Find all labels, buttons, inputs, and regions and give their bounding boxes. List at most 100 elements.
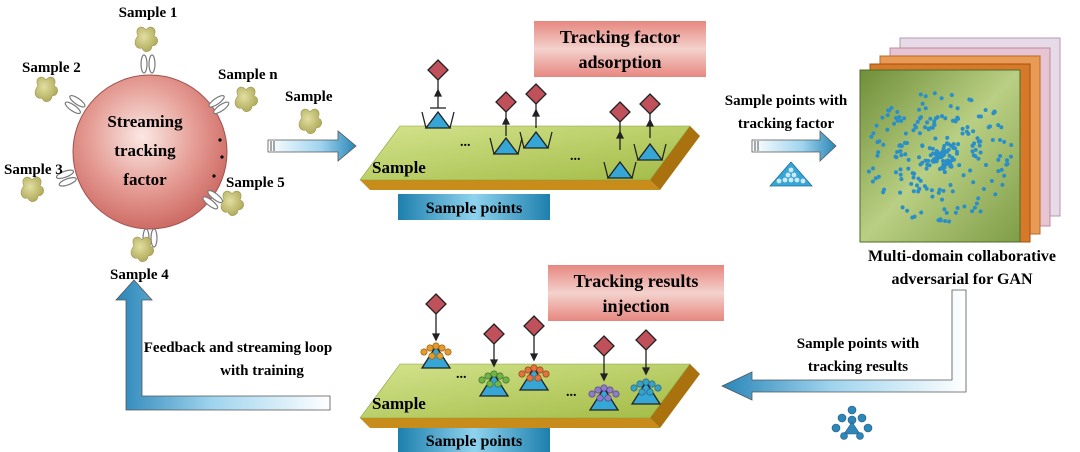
bottom-markers: [420, 293, 662, 411]
marker: [630, 329, 662, 405]
gan-scatter-point: [946, 147, 951, 152]
gan-scatter-point: [942, 149, 947, 154]
gan-scatter-point: [978, 209, 983, 214]
gan-scatter-point: [986, 125, 991, 130]
gan-scatter-point: [920, 144, 925, 148]
top-points-label: Sample points: [426, 200, 522, 217]
feedback-line2: with training: [220, 363, 304, 379]
sample-5-blob: [220, 190, 244, 216]
gan-scatter-point: [911, 128, 916, 133]
marker: [588, 335, 620, 411]
gan-scatter-point: [1009, 154, 1013, 159]
gan-scatter-point: [870, 179, 875, 184]
gan-scatter-point: [892, 121, 896, 126]
sample-1-blob: [134, 26, 158, 52]
gan-scatter-point: [912, 214, 917, 219]
gan-scatter-point: [869, 134, 874, 139]
gan-scatter-point: [926, 158, 931, 163]
gan-scatter-point: [962, 204, 967, 209]
gan-scatter-point: [983, 108, 988, 112]
gan-scatter-point: [978, 150, 983, 155]
gan-scatter-point: [946, 142, 951, 147]
sample-incoming-label: Sample: [285, 89, 333, 105]
gan-scatter-point: [996, 169, 1001, 174]
gan-scatter-point: [964, 129, 969, 134]
gan-scatter-point: [898, 149, 903, 154]
gan-scatter-point: [941, 188, 946, 193]
gan-scatter-point: [1002, 173, 1007, 178]
gan-scatter-point: [956, 142, 961, 147]
sample-4-label: Sample 4: [110, 267, 169, 283]
gan-scatter-point: [941, 162, 946, 167]
gan-scatter-point: [916, 176, 921, 181]
gan-scatter: [866, 91, 1014, 224]
sample-incoming-blob: [298, 108, 322, 134]
gan-scatter-point: [972, 141, 977, 146]
gan-scatter-point: [915, 119, 920, 124]
gan-scatter-point: [947, 153, 952, 158]
gan-scatter-point: [953, 146, 958, 151]
arrow-to-plate: [267, 130, 357, 162]
gan-scatter-point: [940, 197, 944, 202]
bottom-ellipsis-2: ...: [566, 385, 577, 400]
gan-scatter-point: [970, 209, 975, 214]
gan-scatter-point: [948, 183, 953, 187]
gan-scatter-point: [996, 157, 1001, 162]
gan-scatter-point: [898, 190, 903, 195]
sample-5-label: Sample 5: [226, 175, 285, 191]
streaming-tracking-factor: Streaming tracking factor: [72, 74, 228, 230]
gan-scatter-point: [924, 166, 929, 171]
gan-scatter-point: [903, 131, 908, 136]
gan-scatter-point: [975, 136, 980, 141]
gan-scatter-point: [970, 149, 975, 154]
gan-scatter-point: [873, 176, 878, 181]
gan-scatter-point: [917, 155, 921, 160]
gan-scatter-point: [889, 105, 894, 110]
gan-scatter-point: [906, 166, 911, 171]
gan-scatter-point: [899, 119, 904, 123]
gan-scatter-point: [925, 120, 930, 125]
gan-scatter-point: [950, 189, 955, 194]
feedback-arrow: Feedback and streaming loop with trainin…: [115, 279, 332, 411]
receptor-group: [55, 54, 230, 248]
gan-scatter-point: [894, 170, 898, 175]
gan-scatter-point: [871, 131, 876, 136]
gan-scatter-point: [1005, 161, 1010, 166]
gan-scatter-point: [939, 96, 944, 101]
gan-scatter-point: [876, 174, 881, 179]
bottom-points-bar: Sample points: [398, 428, 550, 452]
gan-scatter-point: [926, 127, 931, 132]
gan-scatter-point: [976, 139, 981, 144]
gan-scatter-point: [976, 156, 981, 161]
gan-scatter-point: [905, 208, 910, 213]
gan-scatter-point: [911, 175, 916, 180]
gan-scatter-point: [895, 110, 900, 114]
gan-line1: Multi-domain collaborative: [868, 248, 1056, 265]
gan-scatter-point: [933, 136, 938, 141]
gan-scatter-point: [932, 91, 937, 96]
factor-line1: Streaming: [107, 112, 183, 131]
result-cluster-icon: [831, 405, 873, 440]
sample-n-blob: [234, 86, 258, 112]
sample-3-blob: [20, 176, 44, 202]
gan-scatter-point: [944, 159, 949, 164]
factor-line2: tracking: [114, 141, 176, 160]
gan-scatter-point: [989, 179, 994, 183]
adsorption-line1: Tracking factor: [560, 27, 680, 47]
gan-scatter-point: [923, 125, 927, 130]
sample-2-label: Sample 2: [22, 60, 81, 76]
sample-blobs: [20, 26, 322, 262]
gan-scatter-point: [938, 154, 943, 159]
gan-scatter-point: [942, 152, 946, 157]
injection-line1: Tracking results: [574, 271, 699, 291]
top-ellipsis-1: ...: [460, 135, 471, 150]
gan-scatter-point: [910, 171, 915, 176]
bottom-ellipsis-1: ...: [456, 367, 467, 382]
gan-scatter-point: [919, 210, 924, 215]
sample-4-blob: [130, 236, 154, 262]
top-markers: [421, 59, 667, 179]
gan-scatter-point: [918, 131, 922, 136]
gan-scatter-point: [920, 101, 925, 106]
gan-scatter-point: [941, 159, 945, 163]
